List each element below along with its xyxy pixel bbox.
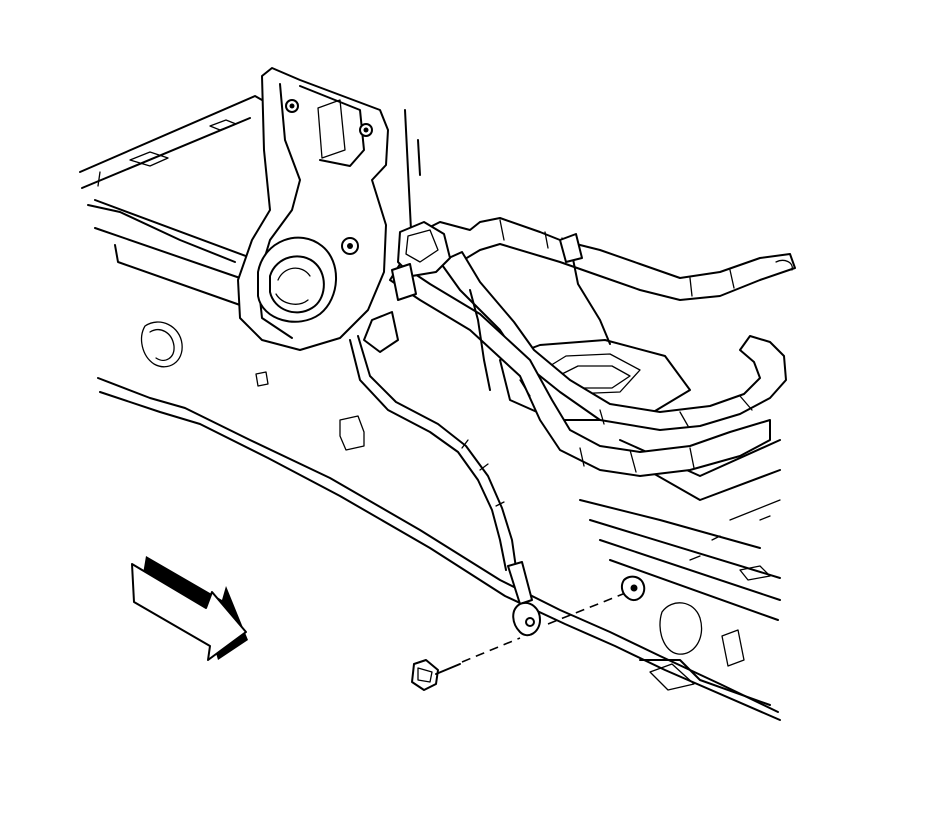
frame-rail bbox=[87, 204, 781, 721]
tube-assembly bbox=[389, 217, 796, 477]
ground-strap-terminal bbox=[507, 561, 541, 637]
weld-nut bbox=[620, 575, 646, 602]
install-line bbox=[461, 591, 629, 663]
mounting-bracket bbox=[237, 67, 389, 351]
direction-arrow bbox=[131, 556, 248, 661]
hose-connectors bbox=[363, 221, 451, 353]
crossmember bbox=[499, 339, 781, 581]
wiring-harness bbox=[349, 233, 611, 571]
floor-pan bbox=[79, 95, 421, 266]
bolt bbox=[411, 659, 461, 691]
